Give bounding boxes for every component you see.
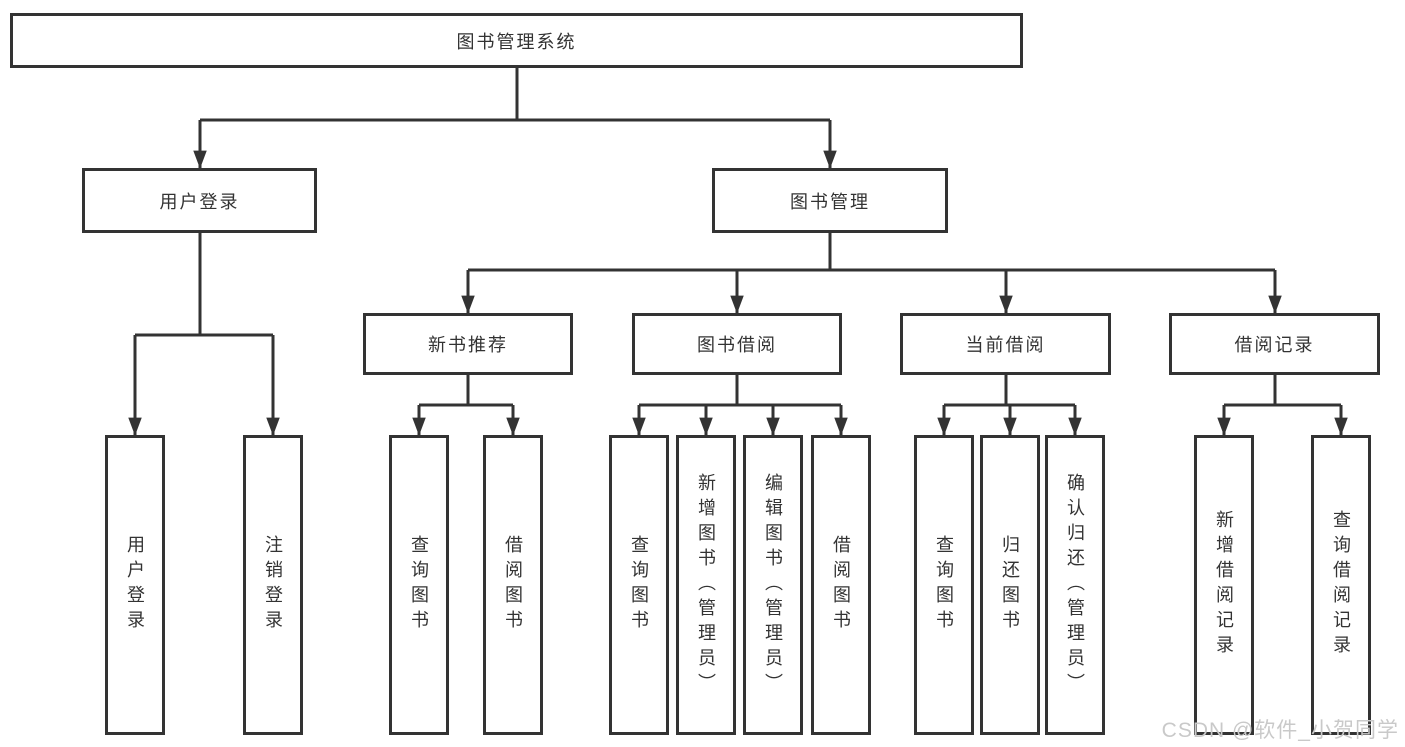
leaf-add-book-admin: 新增图书（管理员） (676, 435, 736, 735)
leaf-query-books-recommend: 查询图书 (389, 435, 449, 735)
node-borrowing-records: 借阅记录 (1169, 313, 1380, 375)
leaf-query-books-current: 查询图书 (914, 435, 974, 735)
leaf-add-borrow-record: 新增借阅记录 (1194, 435, 1254, 735)
leaf-query-books-borrow: 查询图书 (609, 435, 669, 735)
node-book-borrowing: 图书借阅 (632, 313, 842, 375)
leaf-borrow-books: 借阅图书 (811, 435, 871, 735)
csdn-watermark: CSDN @软件_小贺同学 (1161, 719, 1399, 742)
node-book-management: 图书管理 (712, 168, 948, 233)
leaf-return-book: 归还图书 (980, 435, 1040, 735)
leaf-confirm-return-admin: 确认归还（管理员） (1045, 435, 1105, 735)
node-new-book-recommendation: 新书推荐 (363, 313, 573, 375)
leaf-edit-book-admin: 编辑图书（管理员） (743, 435, 803, 735)
leaf-logout: 注销登录 (243, 435, 303, 735)
leaf-query-borrow-record: 查询借阅记录 (1311, 435, 1371, 735)
node-library-management-system: 图书管理系统 (10, 13, 1023, 68)
leaf-borrow-books-recommend: 借阅图书 (483, 435, 543, 735)
node-current-borrowing: 当前借阅 (900, 313, 1111, 375)
node-user-login: 用户登录 (82, 168, 317, 233)
leaf-user-login: 用户登录 (105, 435, 165, 735)
